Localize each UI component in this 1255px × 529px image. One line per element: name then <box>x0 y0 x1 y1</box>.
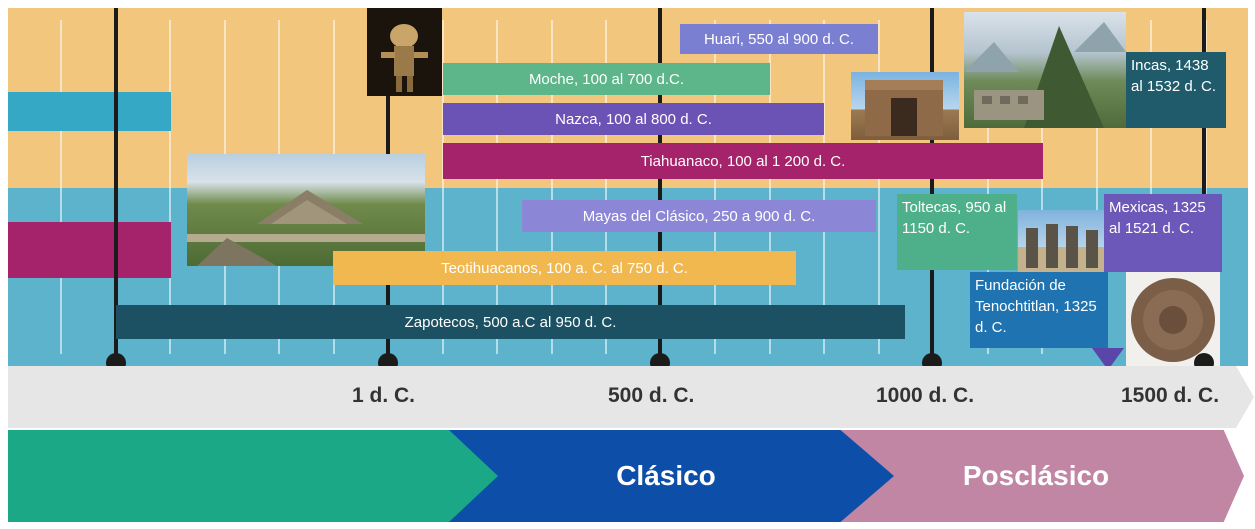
grid-line <box>877 20 880 354</box>
grid-line <box>823 20 825 354</box>
bar-moche: Moche, 100 al 700 d.C. <box>443 63 770 95</box>
teotihuacan-pyramid-photo <box>187 154 425 266</box>
grid-line <box>768 20 771 354</box>
bar-huari: Huari, 550 al 900 d. C. <box>680 24 878 54</box>
bar-tiahuanaco: Tiahuanaco, 100 al 1 200 d. C. <box>443 143 1043 179</box>
bar-nazca: Nazca, 100 al 800 d. C. <box>443 103 824 135</box>
marker-line-500bc <box>114 8 118 364</box>
box-incas: Incas, 1438 al 1532 d. C. <box>1126 52 1226 128</box>
aztec-stone-photo <box>1126 272 1220 366</box>
grid-line <box>169 20 171 354</box>
grid-line <box>605 20 607 354</box>
grid-line <box>550 20 553 354</box>
grid-line <box>714 20 716 354</box>
timeline-axis <box>8 366 1236 428</box>
tick-label-1000dc: 1000 d. C. <box>876 384 975 407</box>
grid-line <box>60 20 62 354</box>
tick-label-1dc: 1 d. C. <box>352 384 416 407</box>
grid-line <box>441 20 444 354</box>
grid-line <box>1095 20 1098 354</box>
tenochtitlan-pointer <box>1092 348 1124 370</box>
marker-line-500dc <box>658 8 662 364</box>
andean-legend-swatch <box>8 92 171 131</box>
timeline-axis-arrow <box>1236 366 1254 428</box>
grid-line <box>1150 20 1152 354</box>
bar-mayas: Mayas del Clásico, 250 a 900 d. C. <box>522 200 876 232</box>
box-mexicas: Mexicas, 1325 al 1521 d. C. <box>1104 194 1222 272</box>
grid-line <box>986 20 989 354</box>
marker-line-1500dc <box>1202 8 1206 364</box>
machu-picchu-photo <box>964 12 1126 128</box>
moche-figure-photo <box>367 8 442 96</box>
tick-label-1500dc: 1500 d. C. <box>1121 384 1220 407</box>
tick-label-500dc: 500 d. C. <box>608 384 695 407</box>
grid-line <box>1041 20 1043 354</box>
grid-line <box>496 20 498 354</box>
bar-zapotecos: Zapotecos, 500 a.C al 950 d. C. <box>116 305 905 339</box>
marker-line-1000dc <box>930 8 934 364</box>
era-classic: Clásico <box>448 430 894 522</box>
tula-atlantes-photo <box>1018 210 1106 272</box>
tiahuanaco-gate-photo <box>851 72 959 140</box>
box-tenochtitlan: Fundación de Tenochtitlan, 1325 d. C. <box>970 272 1108 348</box>
box-toltecas: Toltecas, 950 al 1150 d. C. <box>897 194 1017 270</box>
era-postclassic: Posclásico <box>838 430 1244 522</box>
era-preclassic <box>8 430 498 522</box>
mesoamerican-legend-swatch <box>8 222 171 278</box>
bar-teotihuacanos: Teotihuacanos, 100 a. C. al 750 d. C. <box>333 251 796 285</box>
